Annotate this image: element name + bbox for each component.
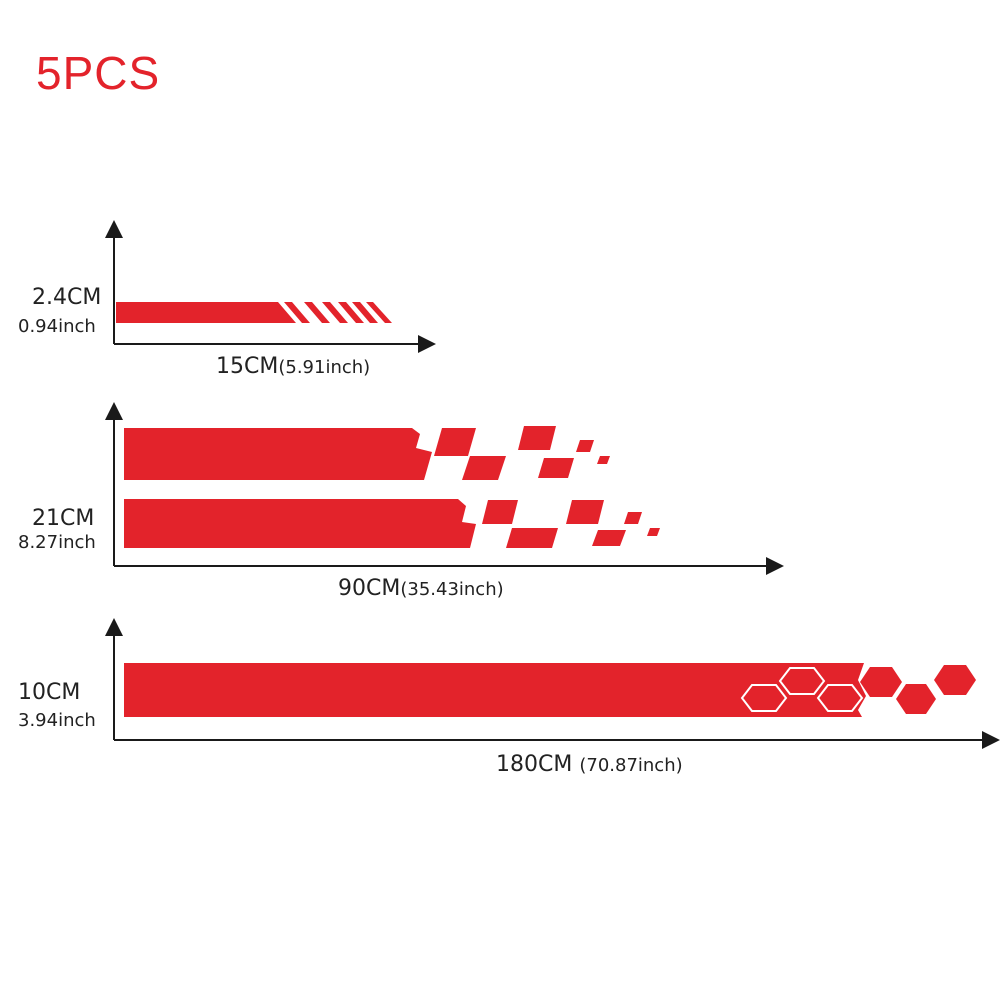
sticker-2-upper-strip (124, 428, 432, 480)
sticker-1-y-arrow (105, 220, 123, 238)
sticker-2-group (105, 402, 784, 575)
sticker-3-height-inch: 3.94inch (18, 710, 96, 731)
sticker-2-lower-check-2 (506, 528, 558, 548)
sticker-1-group (105, 220, 436, 353)
sticker-3-hex-outline-2 (778, 667, 826, 695)
sticker-1-slash-5 (352, 302, 378, 323)
sticker-2-lower-check-6 (647, 528, 660, 536)
sticker-2-height-inch: 8.27inch (18, 532, 96, 553)
sticker-3-length-inch: (70.87inch) (579, 755, 683, 776)
sticker-2-lower-check-3 (566, 500, 604, 524)
sticker-3-group (105, 618, 1000, 749)
sticker-3-height-cm: 10CM (18, 680, 81, 705)
sticker-3-length-cm: 180CM (496, 752, 573, 777)
sticker-3-hex-1 (860, 667, 902, 697)
sticker-1-length: 15CM(5.91inch) (216, 356, 370, 378)
sticker-2-upper-check-2 (462, 456, 506, 480)
sticker-1-x-arrow (418, 335, 436, 353)
sticker-3-hex-outline-1 (740, 684, 788, 712)
sticker-3-y-arrow (105, 618, 123, 636)
sticker-2-height-cm: 21CM (32, 506, 95, 531)
sticker-1-length-cm: 15CM (216, 354, 279, 379)
sticker-1-slash-1 (284, 302, 310, 323)
sticker-1-height-cm: 2.4CM (32, 285, 102, 310)
sticker-2-length-inch: (35.43inch) (400, 579, 504, 600)
sticker-2-lower-check-1 (482, 500, 518, 524)
sticker-1-height-inch: 0.94inch (18, 316, 96, 337)
sticker-2-lower-check-4 (592, 530, 626, 546)
sticker-3-x-arrow (982, 731, 1000, 749)
sticker-2-upper-check-3 (518, 426, 556, 450)
sticker-2-upper-check-6 (597, 456, 610, 464)
sticker-3-hex-outline-3 (816, 684, 864, 712)
sticker-1-slash-3 (322, 302, 348, 323)
sticker-2-upper-check-5 (576, 440, 594, 452)
sticker-3-stripe (124, 663, 866, 717)
sticker-2-lower-check-5 (624, 512, 642, 524)
sticker-2-length: 90CM(35.43inch) (338, 578, 504, 600)
sticker-2-x-arrow (766, 557, 784, 575)
sticker-2-upper-check-1 (434, 428, 476, 456)
sticker-1-stripe (116, 302, 296, 323)
sticker-2-upper-check-4 (538, 458, 574, 478)
sticker-1-length-inch: (5.91inch) (278, 357, 371, 378)
pieces-count-title: 5PCS (36, 47, 161, 99)
sticker-3-length: 180CM (70.87inch) (496, 754, 683, 776)
sticker-1-slash-2 (304, 302, 330, 323)
sticker-1-slash-4 (338, 302, 364, 323)
sticker-2-lower-strip (124, 499, 476, 548)
sticker-2-length-cm: 90CM (338, 576, 401, 601)
sticker-1-slash-6 (366, 302, 392, 323)
sticker-3-hex-3 (934, 665, 976, 695)
sticker-2-y-arrow (105, 402, 123, 420)
sticker-3-hex-2 (896, 684, 936, 714)
